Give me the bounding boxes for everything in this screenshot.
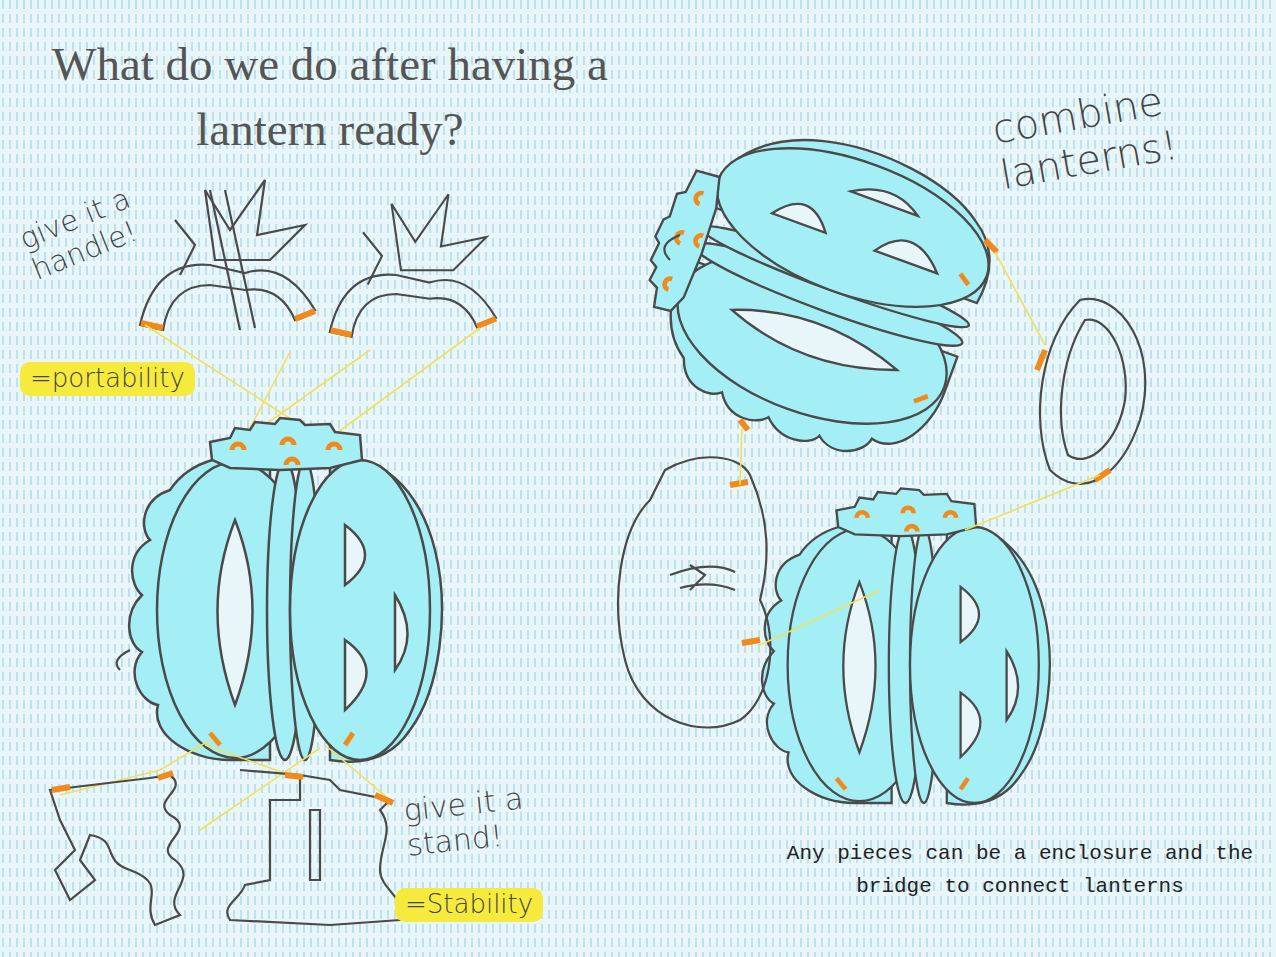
highlight-note: =portability <box>20 362 195 396</box>
string <box>740 252 1100 645</box>
enclosure-piece <box>618 240 1145 728</box>
stand-piece <box>50 770 402 925</box>
title: What do we do after having a lantern rea… <box>30 32 630 162</box>
string <box>60 740 390 830</box>
lantern <box>762 488 1050 804</box>
lantern <box>606 92 1014 483</box>
highlight-note: =Stability <box>395 888 543 922</box>
caption-note: Any pieces can be a enclosure and the br… <box>780 838 1260 903</box>
handle-piece <box>140 180 496 337</box>
lantern <box>129 418 442 762</box>
